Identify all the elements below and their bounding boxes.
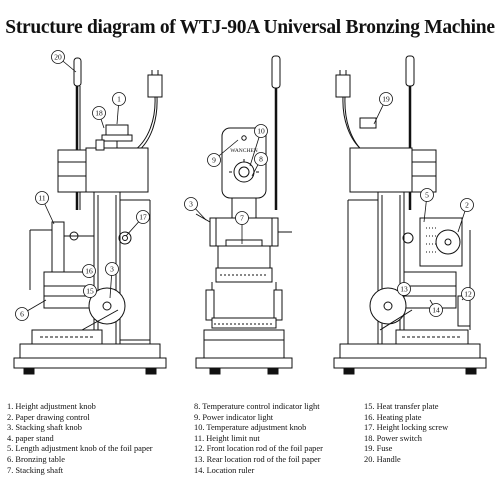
callout-circle — [254, 124, 268, 138]
callout-circle — [420, 188, 434, 202]
front-view: WANCHEN — [195, 55, 293, 375]
legend-item: 2. Paper drawing control — [7, 412, 90, 422]
callout-number: 1 — [117, 95, 121, 104]
callout-circle — [254, 152, 268, 166]
legend-item: 20. Handle — [364, 454, 401, 464]
callout-number: 8 — [259, 155, 263, 164]
left-side-view — [13, 57, 167, 375]
power-plug — [147, 74, 163, 98]
callout-circle — [184, 197, 198, 211]
legend-item: 10. Temperature adjustment knob — [194, 423, 307, 433]
callout-circle — [379, 92, 393, 106]
legend-item: 12. Front location rod of the foil paper — [194, 444, 323, 454]
panel-brand-text: WANCHEN — [230, 148, 258, 154]
legend-item: 14. Location ruler — [194, 465, 255, 475]
callout-circle — [112, 92, 126, 106]
legend-item: 13. Rear location rod of the foil paper — [194, 454, 321, 464]
callout-circle — [105, 262, 119, 276]
callout-circle — [397, 282, 411, 296]
callout-number: 9 — [212, 156, 216, 165]
callout-number: 15 — [86, 287, 94, 296]
temperature-knob — [233, 161, 255, 183]
callout-number: 12 — [464, 290, 472, 299]
callout-number: 13 — [400, 285, 408, 294]
legend-item: 11. Height limit nut — [194, 433, 260, 443]
callout-circle — [35, 191, 49, 205]
legend-item: 7. Stacking shaft — [7, 465, 64, 475]
callout-number: 7 — [240, 214, 244, 223]
legend-item: 19. Fuse — [364, 444, 393, 454]
legend-item: 5. Length adjustment knob of the foil pa… — [7, 444, 153, 454]
callout-number: 6 — [20, 310, 24, 319]
legend-item: 8. Temperature control indicator light — [194, 402, 320, 411]
legend-item: 9. Power indicator light — [194, 412, 274, 422]
callout-number: 5 — [425, 191, 429, 200]
diagram-title: Structure diagram of WTJ-90A Universal B… — [5, 17, 495, 38]
callout-number: 3 — [189, 200, 193, 209]
right-side-view — [333, 55, 487, 375]
callout-number: 19 — [382, 95, 390, 104]
callout-number: 18 — [95, 109, 103, 118]
legend-item: 6. Bronzing table — [7, 454, 65, 464]
callout-circle — [15, 307, 29, 321]
callout-circle — [461, 287, 475, 301]
callout-number: 11 — [38, 194, 45, 203]
power-indicator-light — [241, 135, 247, 141]
callout-circle — [51, 50, 65, 64]
callout-circle — [207, 153, 221, 167]
callout-circle — [83, 284, 97, 298]
machine-diagram: WANCHEN — [13, 50, 487, 375]
legend-item: 3. Stacking shaft knob — [7, 423, 82, 433]
legend-item: 1. Height adjustment knob — [7, 402, 96, 411]
callout-number: 2 — [465, 201, 469, 210]
legend-item: 15. Heat transfer plate — [364, 402, 439, 411]
callout-circle — [460, 198, 474, 212]
handle-grip — [73, 57, 82, 87]
callout-circle — [82, 264, 96, 278]
legend-item: 17. Height locking screw — [364, 423, 449, 433]
legend-item: 16. Heating plate — [364, 412, 422, 422]
callout-number: 17 — [139, 213, 147, 222]
callout-number: 3 — [110, 265, 114, 274]
callout-number: 16 — [85, 267, 93, 276]
callout-number: 10 — [257, 127, 265, 136]
callout-circle — [136, 210, 150, 224]
callout-number: 20 — [54, 53, 62, 62]
legend-item: 18. Power switch — [364, 433, 422, 443]
callout-circle — [235, 211, 249, 225]
callout-number: 14 — [432, 306, 440, 315]
callout-circle — [92, 106, 106, 120]
callout-circle — [429, 303, 443, 317]
legend-item: 4. paper stand — [7, 433, 54, 443]
